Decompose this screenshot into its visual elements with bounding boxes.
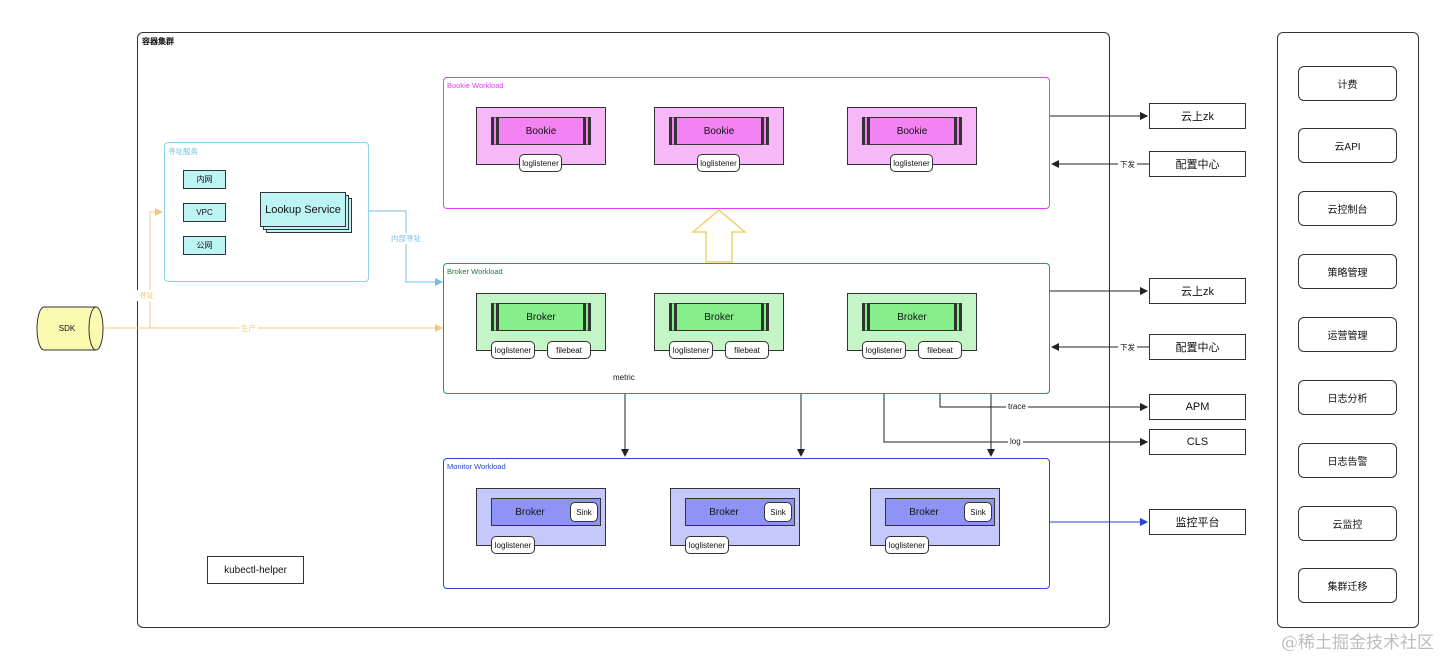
monitor-platform-box: 监控平台 bbox=[1149, 509, 1246, 535]
filebeat-sidecar: filebeat bbox=[547, 341, 591, 359]
cluster-title: 容器集群 bbox=[142, 37, 174, 46]
broker-container: Broker bbox=[862, 303, 962, 331]
right-panel-item[interactable]: 策略管理 bbox=[1298, 254, 1397, 289]
metric-edge-label: metric bbox=[611, 373, 637, 382]
loglistener-sidecar: loglistener bbox=[669, 341, 713, 359]
right-panel-item[interactable]: 运营管理 bbox=[1298, 317, 1397, 352]
sdk-cylinder-icon bbox=[36, 306, 104, 351]
loglistener-sidecar: loglistener bbox=[890, 154, 933, 172]
monitor-broker-label: Broker bbox=[709, 506, 739, 518]
loglistener-sidecar: loglistener bbox=[885, 536, 929, 554]
dispatch-edge-label-2: 下发 bbox=[1118, 342, 1137, 353]
monitor-workload-title: Monitor Workload bbox=[447, 462, 506, 471]
watermark-text: @稀土掘金技术社区 bbox=[1281, 633, 1434, 653]
sink-component: Sink bbox=[570, 502, 598, 522]
loglistener-sidecar: loglistener bbox=[862, 341, 906, 359]
lookup-service-box: Lookup Service bbox=[260, 192, 346, 227]
config-center-box-2: 配置中心 bbox=[1149, 334, 1246, 360]
sdk-node: SDK bbox=[36, 306, 106, 351]
trace-edge-label: trace bbox=[1006, 402, 1028, 411]
monitor-broker-label: Broker bbox=[515, 506, 545, 518]
right-panel-item[interactable]: 日志告警 bbox=[1298, 443, 1397, 478]
filebeat-sidecar: filebeat bbox=[918, 341, 962, 359]
log-edge-label: log bbox=[1008, 437, 1023, 446]
right-panel-item[interactable]: 集群迁移 bbox=[1298, 568, 1397, 603]
cls-box: CLS bbox=[1149, 429, 1246, 455]
produce-edge-label: 生产 bbox=[239, 323, 258, 334]
loglistener-sidecar: loglistener bbox=[685, 536, 729, 554]
broker-workload-title: Broker Workload bbox=[447, 267, 503, 276]
addressing-edge-label: 寻址 bbox=[137, 290, 156, 301]
bookie-container: Bookie bbox=[491, 117, 591, 145]
right-panel-item[interactable]: 云监控 bbox=[1298, 506, 1397, 541]
public-net-box: 公网 bbox=[183, 236, 226, 255]
loglistener-sidecar: loglistener bbox=[697, 154, 740, 172]
right-panel-item[interactable]: 日志分析 bbox=[1298, 380, 1397, 415]
intranet-box: 内网 bbox=[183, 170, 226, 189]
sdk-label: SDK bbox=[58, 324, 76, 333]
bookie-container: Bookie bbox=[862, 117, 962, 145]
loglistener-sidecar: loglistener bbox=[491, 536, 535, 554]
cloud-zk-box-1: 云上zk bbox=[1149, 103, 1246, 129]
vpc-box: VPC bbox=[183, 203, 226, 222]
kubectl-helper-box: kubectl-helper bbox=[207, 556, 304, 584]
dispatch-edge-label-1: 下发 bbox=[1118, 159, 1137, 170]
config-center-box-1: 配置中心 bbox=[1149, 151, 1246, 177]
broker-container: Broker bbox=[669, 303, 769, 331]
right-panel-item[interactable]: 云API bbox=[1298, 128, 1397, 163]
monitor-broker-label: Broker bbox=[909, 506, 939, 518]
addressing-service-title: 寻址服务 bbox=[168, 147, 198, 156]
sink-component: Sink bbox=[964, 502, 992, 522]
filebeat-sidecar: filebeat bbox=[725, 341, 769, 359]
sink-component: Sink bbox=[764, 502, 792, 522]
right-panel-item[interactable]: 计费 bbox=[1298, 66, 1397, 101]
broker-container: Broker bbox=[491, 303, 591, 331]
right-panel-item[interactable]: 云控制台 bbox=[1298, 191, 1397, 226]
bookie-container: Bookie bbox=[669, 117, 769, 145]
loglistener-sidecar: loglistener bbox=[519, 154, 562, 172]
loglistener-sidecar: loglistener bbox=[491, 341, 535, 359]
cloud-zk-box-2: 云上zk bbox=[1149, 278, 1246, 304]
bookie-workload-title: Bookie Workload bbox=[447, 81, 504, 90]
internal-addressing-edge-label: 内部寻址 bbox=[389, 233, 423, 244]
apm-box: APM bbox=[1149, 394, 1246, 420]
